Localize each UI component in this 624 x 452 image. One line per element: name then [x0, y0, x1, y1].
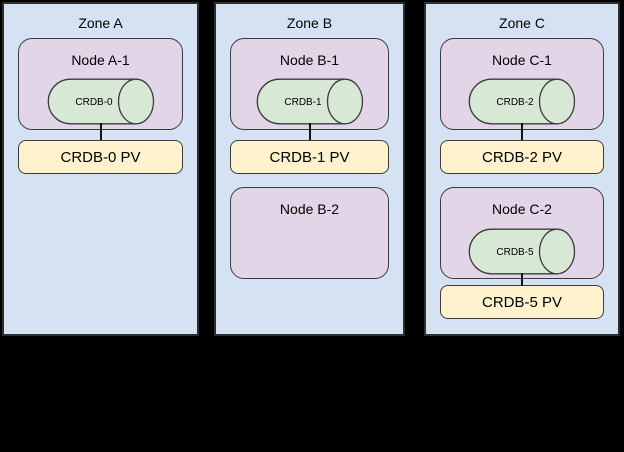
crdb-0-pv-label: CRDB-0 PV [60, 148, 141, 166]
crdb-2-pv-label: CRDB-2 PV [481, 148, 563, 166]
node-c2-label: Node C-2 [492, 201, 552, 217]
crdb-1-pv-label: CRDB-1 PV [269, 148, 350, 166]
zone-c-label: Zone C [499, 15, 545, 31]
crdb-1-pod-cylinder-icon: CRDB-1 [256, 78, 363, 125]
crdb-1-pv-box: CRDB-1 PV [230, 140, 389, 174]
node-a1-label: Node A-1 [71, 52, 130, 68]
zone-c-box: Zone C Node C-1 CRDB-2 CRDB-2 PV Node C-… [424, 2, 620, 336]
crdb-2-pv-box: CRDB-2 PV [440, 140, 604, 174]
zone-a-box: Zone A Node A-1 CRDB-0 CRDB-0 PV [2, 2, 199, 336]
node-b1-label: Node B-1 [279, 52, 340, 68]
crdb-5-pod-label: CRDB-5 [496, 247, 534, 258]
pod-to-pv-connector [521, 273, 523, 286]
node-b2-box: Node B-2 [230, 187, 389, 279]
zone-b-box: Zone B Node B-1 CRDB-1 CRDB-1 PV Node B-… [214, 2, 405, 336]
crdb-2-pod-cylinder-icon: CRDB-2 [468, 78, 576, 125]
pod-to-pv-connector [308, 123, 311, 140]
pod-to-pv-connector [99, 123, 102, 140]
pod-to-pv-connector [521, 123, 523, 140]
crdb-0-pod-label: CRDB-0 [75, 97, 113, 108]
crdb-5-pv-box: CRDB-5 PV [440, 285, 604, 319]
crdb-5-pv-label: CRDB-5 PV [481, 293, 563, 311]
zone-a-label: Zone A [78, 15, 123, 31]
zone-b-label: Zone B [286, 15, 333, 31]
node-c1-label: Node C-1 [492, 52, 552, 68]
crdb-0-pod-cylinder-icon: CRDB-0 [47, 78, 154, 125]
crdb-5-pod-cylinder-icon: CRDB-5 [468, 228, 576, 275]
crdb-2-pod-label: CRDB-2 [496, 97, 534, 108]
crdb-0-pv-box: CRDB-0 PV [18, 140, 183, 174]
crdb-1-pod-label: CRDB-1 [284, 97, 322, 108]
node-b2-label: Node B-2 [279, 201, 340, 217]
